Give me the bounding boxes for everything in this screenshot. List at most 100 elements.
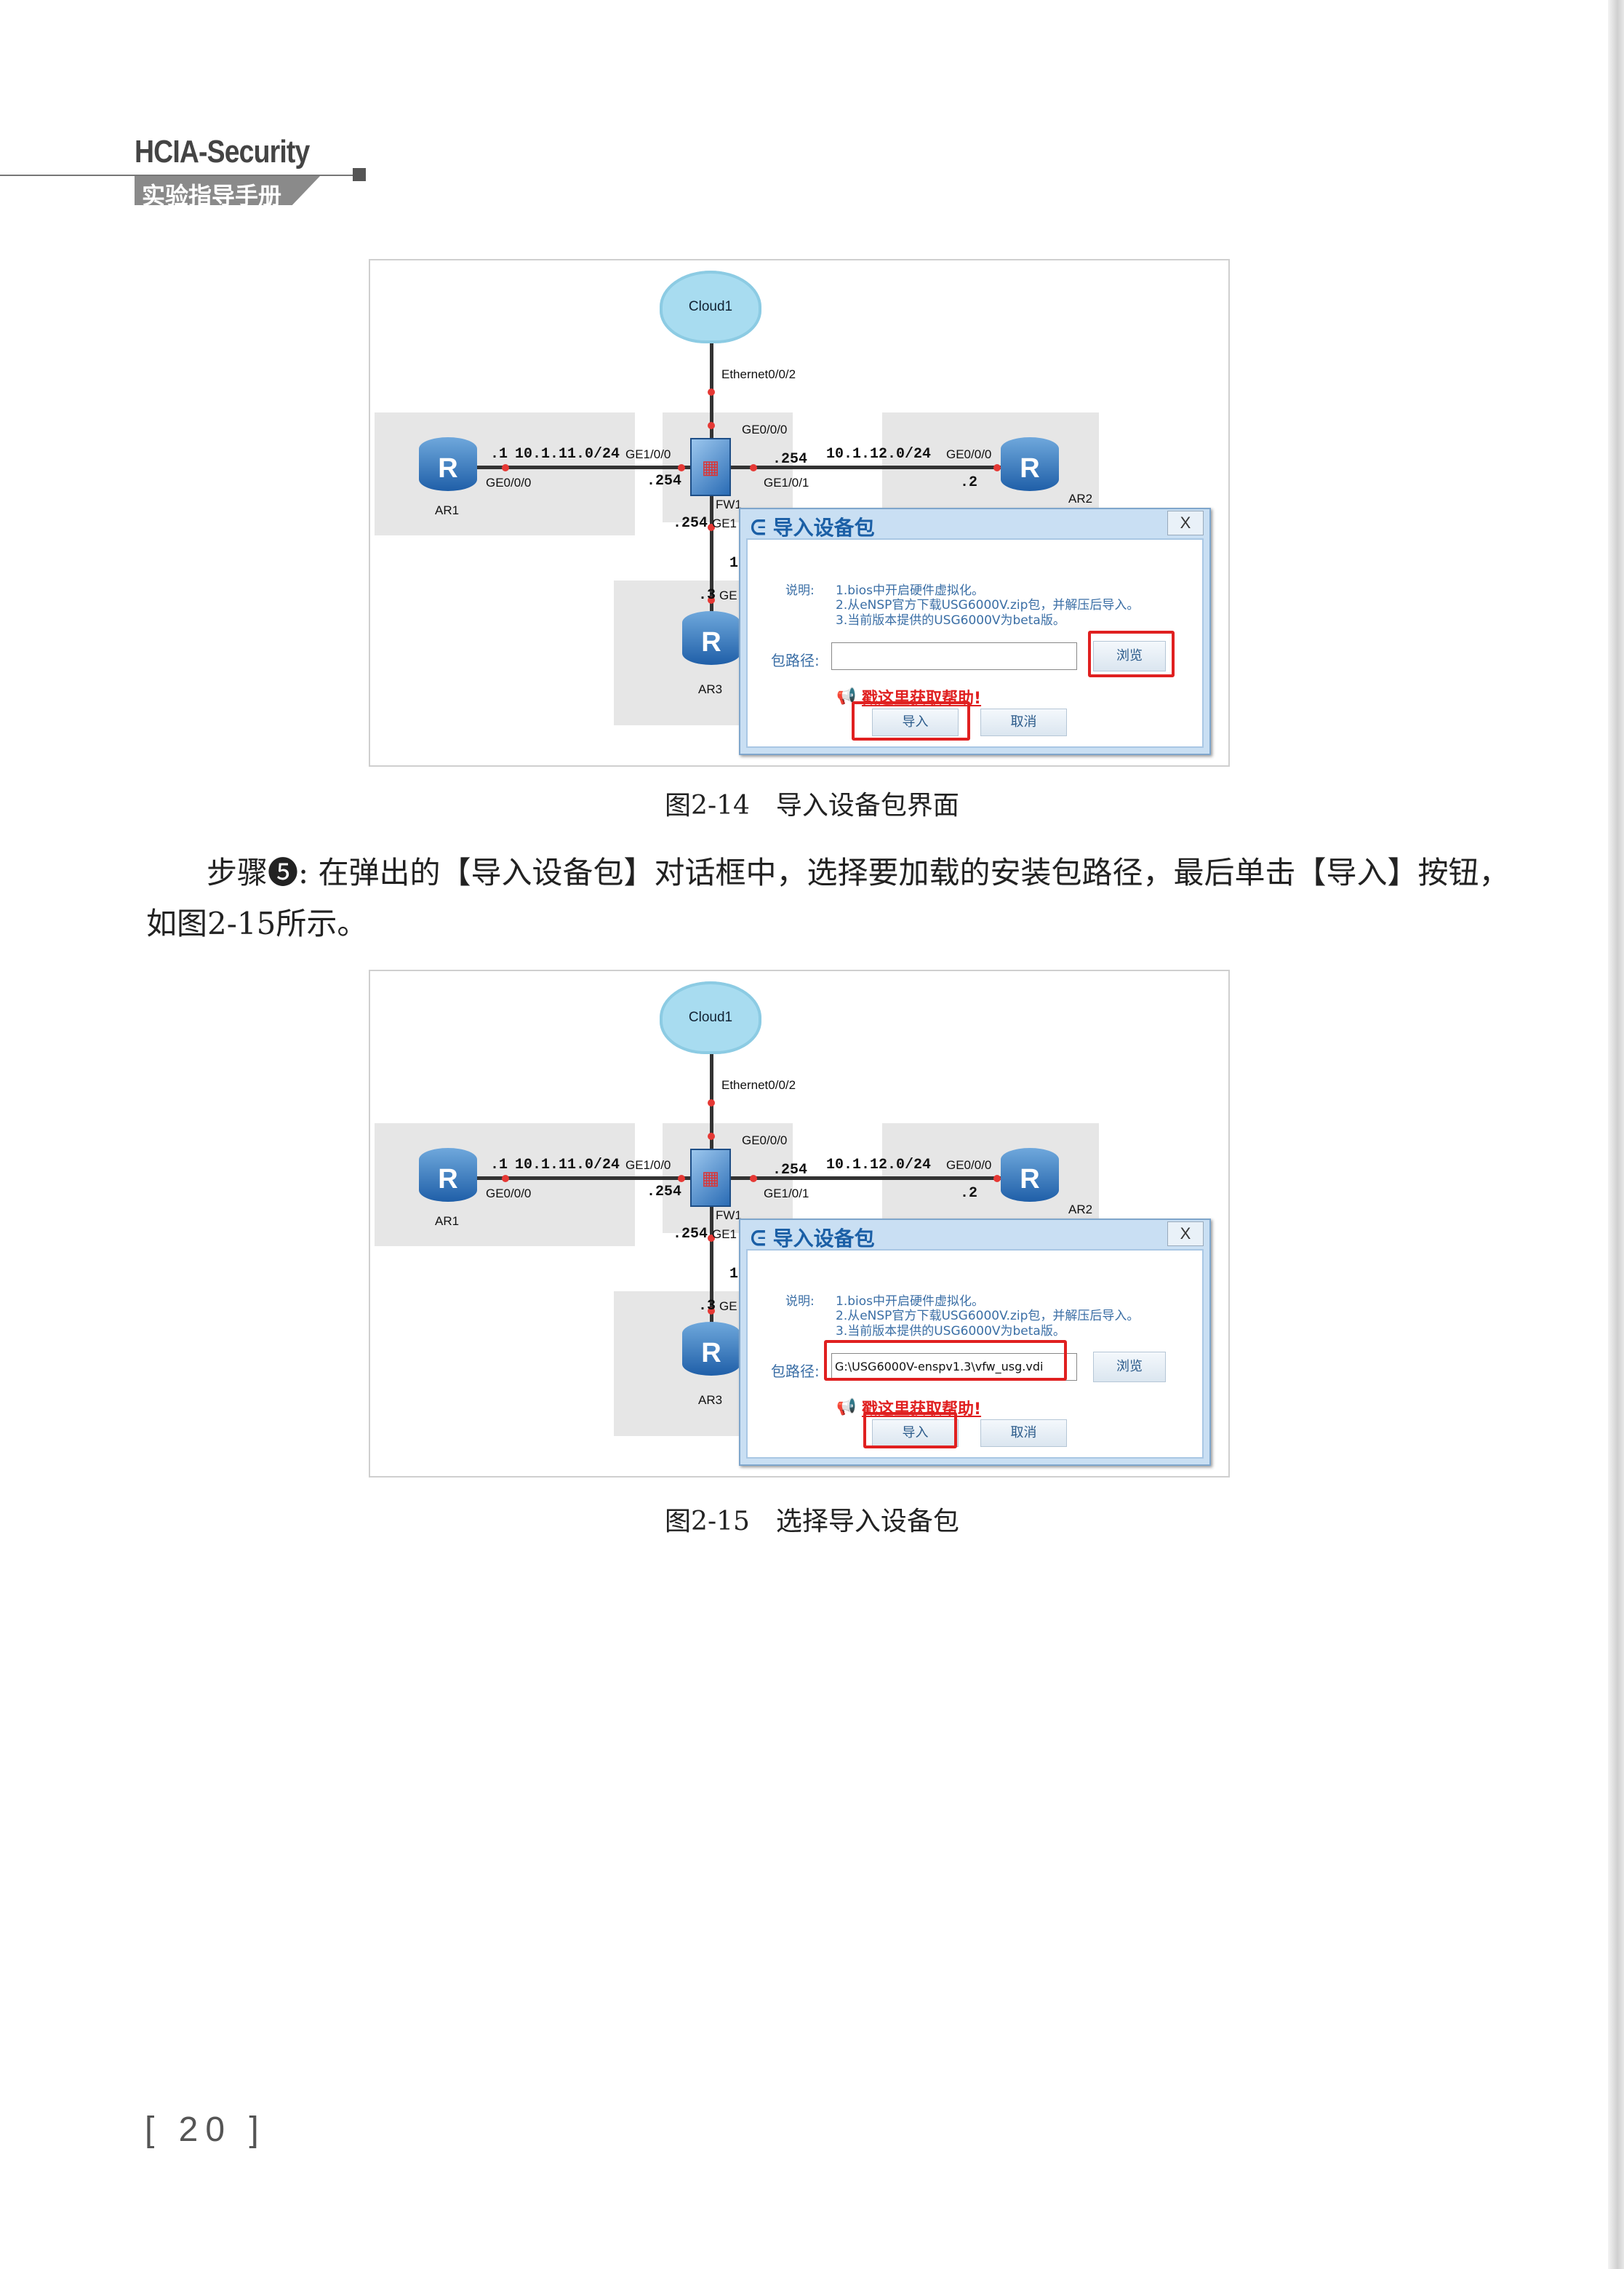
help-link[interactable]: 戳这里获取帮助! [862, 690, 982, 708]
port-dot [708, 1235, 715, 1242]
figure-2: Cloud1 R R R ▦ Ethernet0/0/2 .1 10.1.11.0/… [369, 970, 1230, 1478]
topology-label: Ethernet0/0/2 [721, 367, 796, 381]
topology-label: AR2 [1068, 492, 1093, 506]
import-button[interactable]: 导入 [872, 709, 959, 736]
path-label: 包路径: [771, 652, 820, 669]
package-path-input[interactable]: G:\USG6000V-enspv1.3\vfw_usg.vdi [831, 1353, 1077, 1381]
package-path-input[interactable] [831, 642, 1077, 670]
page-number: [ 20 ] [145, 2110, 266, 2149]
topology-label: 1 [729, 555, 739, 572]
header-rule [0, 175, 354, 176]
topology-label: .2 [960, 1185, 978, 1202]
port-dot [708, 422, 715, 429]
topology-label: GE0/0/0 [946, 447, 992, 461]
topology-label: 1 [729, 1266, 739, 1283]
dialog-title: ᕮ 导入设备包 [751, 512, 875, 541]
topology-label: FW1 [716, 498, 742, 511]
port-dot [502, 464, 509, 471]
topology-label: GE [719, 1299, 737, 1313]
port-dot [750, 1175, 757, 1182]
dialog-title-text: 导入设备包 [772, 516, 875, 540]
topology-label: 10.1.11.0/24 [515, 1157, 620, 1173]
area-ar1 [375, 1123, 635, 1246]
topology-label: AR3 [698, 682, 723, 696]
topology-label: 10.1.12.0/24 [826, 446, 932, 463]
header-square [353, 168, 366, 181]
description-line: 2.从eNSP官方下载USG6000V.zip包，并解压后导入。 [836, 598, 1140, 613]
highlight-import [863, 1412, 957, 1448]
megaphone-icon: 📢 [836, 1397, 857, 1416]
topology-label: GE1/0/1 [764, 1187, 809, 1200]
page-edge [1608, 0, 1624, 2269]
app-icon: ᕮ [751, 516, 766, 540]
app-icon: ᕮ [751, 1227, 766, 1251]
topology-label: .1 [490, 446, 508, 463]
router-icon[interactable]: R [682, 611, 740, 665]
topology-label: .3 [698, 1298, 716, 1315]
router-icon[interactable]: R [1001, 1148, 1059, 1202]
port-dot [708, 1133, 715, 1140]
import-device-package-dialog: ᕮ 导入设备包 X 说明: 1.bios中开启硬件虚拟化。 2.从eNSP官方下… [739, 508, 1211, 755]
path-label: 包路径: [771, 1363, 820, 1380]
topology-label: AR1 [435, 503, 460, 517]
firewall-icon[interactable]: ▦ [690, 438, 731, 496]
router-icon[interactable]: R [682, 1322, 740, 1376]
dialog-title: ᕮ 导入设备包 [751, 1223, 875, 1252]
description-line: 1.bios中开启硬件虚拟化。 [836, 583, 984, 598]
description-line: 2.从eNSP官方下载USG6000V.zip包，并解压后导入。 [836, 1309, 1140, 1323]
topology-label: 10.1.12.0/24 [826, 1157, 932, 1173]
topology-label: GE1/0/0 [625, 447, 671, 461]
port-dot [708, 524, 715, 531]
description-line: 3.当前版本提供的USG6000V为beta版。 [836, 613, 1065, 628]
router-icon[interactable]: R [419, 437, 477, 491]
topology-label: .254 [673, 1226, 708, 1243]
topology-label: AR2 [1068, 1203, 1093, 1216]
topology-label: AR3 [698, 1393, 723, 1407]
description-line: 3.当前版本提供的USG6000V为beta版。 [836, 1324, 1065, 1339]
port-dot [708, 388, 715, 396]
topology-label: AR1 [435, 1214, 460, 1228]
browse-button[interactable]: 浏览 [1093, 1352, 1166, 1382]
highlight-import [852, 701, 970, 741]
router-icon[interactable]: R [1001, 437, 1059, 491]
description-line: 1.bios中开启硬件虚拟化。 [836, 1294, 984, 1309]
topology-label: .254 [647, 473, 682, 490]
link-horizontal [449, 466, 1031, 469]
topology-label: .254 [772, 1162, 808, 1179]
dialog-title-text: 导入设备包 [772, 1227, 875, 1251]
close-button[interactable]: X [1167, 511, 1204, 535]
topology-label: GE0/0/0 [742, 423, 788, 436]
topology-label: Ethernet0/0/2 [721, 1078, 796, 1092]
cloud-icon[interactable]: Cloud1 [660, 981, 761, 1054]
topology-label: FW1 [716, 1208, 742, 1222]
figure-caption: 图2-14 导入设备包界面 [665, 791, 959, 821]
port-dot [502, 1175, 509, 1182]
cancel-button[interactable]: 取消 [980, 709, 1067, 736]
cloud-label: Cloud1 [688, 1010, 733, 1025]
topology-label: GE1 [712, 517, 737, 530]
topology-label: .254 [772, 451, 808, 468]
book-title: HCIA-Security [135, 134, 310, 170]
topology-label: GE0/0/0 [742, 1133, 788, 1147]
help-link[interactable]: 戳这里获取帮助! [862, 1400, 982, 1419]
figure-caption: 图2-15 选择导入设备包 [665, 1507, 959, 1536]
topology-label: GE1/0/1 [764, 476, 809, 490]
port-dot [708, 597, 715, 604]
cancel-button[interactable]: 取消 [980, 1419, 1067, 1447]
topology-label: .3 [698, 587, 716, 604]
cloud-icon[interactable]: Cloud1 [660, 271, 761, 343]
topology-label: GE0/0/0 [486, 1187, 532, 1200]
firewall-icon[interactable]: ▦ [690, 1149, 731, 1207]
topology-label: .1 [490, 1157, 508, 1173]
highlight-path [824, 1340, 1067, 1381]
router-icon[interactable]: R [419, 1148, 477, 1202]
close-button[interactable]: X [1167, 1221, 1204, 1246]
topology-label: GE0/0/0 [486, 476, 532, 490]
topology-label: GE [719, 589, 737, 602]
topology-label: GE1/0/0 [625, 1158, 671, 1172]
port-dot [993, 464, 1001, 471]
browse-button[interactable]: 浏览 [1093, 641, 1166, 671]
highlight-browse [1088, 631, 1175, 677]
port-dot [708, 1099, 715, 1106]
port-dot [993, 1175, 1001, 1182]
